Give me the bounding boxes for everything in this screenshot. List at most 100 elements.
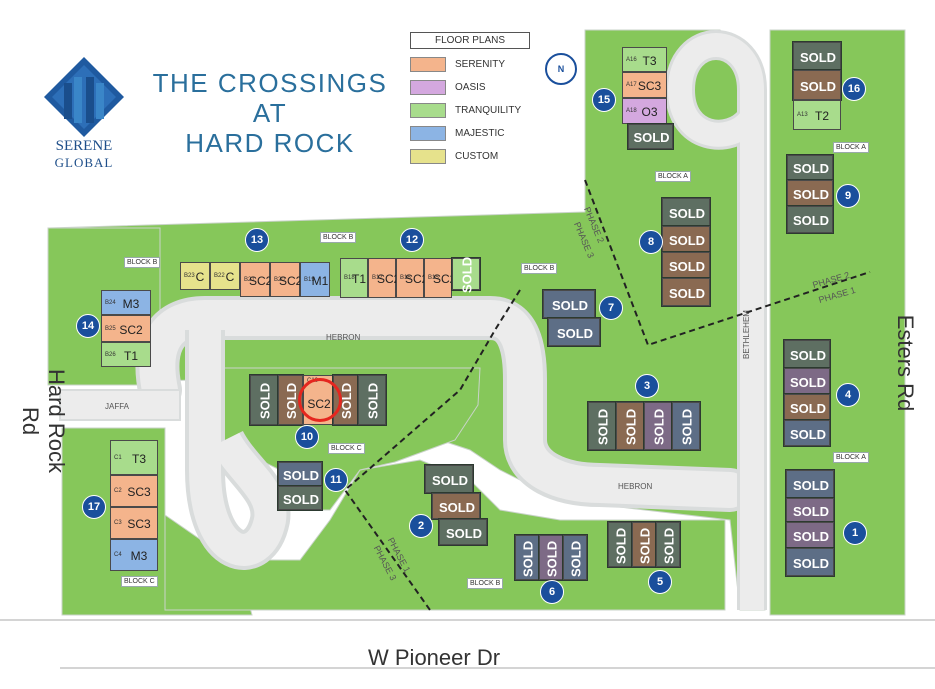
- legend-swatch-tranquility: [410, 102, 446, 118]
- sold-label: SOLD: [668, 258, 706, 274]
- lot-sold[interactable]: SOLD: [785, 521, 835, 549]
- building-number-badge[interactable]: 12: [400, 228, 424, 252]
- lot-sold[interactable]: SOLD: [277, 485, 323, 511]
- lot-sold[interactable]: SOLD: [607, 521, 633, 568]
- building-number-badge[interactable]: 14: [76, 314, 100, 338]
- lot-id: B21: [244, 276, 255, 283]
- lot-c4[interactable]: C4 M3: [110, 539, 158, 571]
- lot-sold[interactable]: SOLD: [643, 401, 673, 451]
- building-number-badge[interactable]: 2: [409, 514, 433, 538]
- phase-line-south: [343, 289, 521, 611]
- building-number-badge[interactable]: 15: [592, 88, 616, 112]
- building-number-badge[interactable]: 17: [82, 495, 106, 519]
- lot-sold[interactable]: SOLD: [249, 374, 279, 426]
- compass-icon: N: [545, 53, 577, 85]
- lot-sold[interactable]: SOLD: [431, 492, 481, 520]
- lot-plan: O3: [641, 105, 658, 119]
- building-number-badge[interactable]: 7: [599, 296, 623, 320]
- sold-label: SOLD: [799, 78, 837, 94]
- lot-sold[interactable]: SOLD: [786, 179, 834, 207]
- lot-sold[interactable]: SOLD: [671, 401, 701, 451]
- lot-plan: M3: [130, 549, 148, 563]
- building-number-badge[interactable]: 11: [324, 468, 348, 492]
- lot-sold[interactable]: SOLD: [615, 401, 645, 451]
- lot-sold[interactable]: SOLD: [514, 534, 540, 581]
- lot-sold[interactable]: SOLD: [547, 317, 601, 347]
- lot-sold[interactable]: SOLD: [627, 123, 674, 150]
- lot-sold[interactable]: SOLD: [786, 154, 834, 181]
- lot-sold[interactable]: SOLD: [277, 461, 323, 487]
- lot-sold[interactable]: SOLD: [438, 518, 488, 546]
- lot-sold[interactable]: SOLD: [783, 339, 831, 369]
- building-number-badge[interactable]: 3: [635, 374, 659, 398]
- lot-plan: M3: [122, 296, 140, 311]
- building-number-badge[interactable]: 4: [836, 383, 860, 407]
- lot-sold[interactable]: SOLD: [785, 547, 835, 577]
- sold-label: SOLD: [595, 408, 611, 446]
- lot-sold[interactable]: SOLD: [631, 521, 657, 568]
- lot-sold[interactable]: SOLD: [786, 205, 834, 234]
- lot-sold[interactable]: SOLD: [424, 464, 474, 494]
- lot-plan: SC3: [127, 517, 151, 531]
- lot-plan: M1: [311, 273, 329, 288]
- lot-sold[interactable]: SOLD: [661, 197, 711, 227]
- building-number-badge[interactable]: 13: [245, 228, 269, 252]
- lot-sold[interactable]: SOLD: [785, 497, 835, 523]
- building-number-badge[interactable]: 8: [639, 230, 663, 254]
- legend-swatch-oasis: [410, 79, 446, 95]
- lot-plan: T3: [642, 53, 657, 68]
- building-number-badge[interactable]: 5: [648, 570, 672, 594]
- lot-sold[interactable]: SOLD: [655, 521, 681, 568]
- lot-sold[interactable]: SOLD: [538, 534, 564, 581]
- sold-label: SOLD: [556, 325, 594, 341]
- lot-id: C1: [114, 454, 122, 461]
- road-jaffa: [59, 389, 181, 421]
- building-number-badge[interactable]: 10: [295, 425, 319, 449]
- lot-sold[interactable]: SOLD: [785, 469, 835, 499]
- lot-sold[interactable]: SOLD: [661, 251, 711, 279]
- building-number-badge[interactable]: 9: [836, 184, 860, 208]
- lot-plan: C: [225, 270, 235, 284]
- building-number-badge[interactable]: 1: [843, 521, 867, 545]
- lot-sold[interactable]: SOLD: [792, 69, 842, 101]
- lot-sold[interactable]: SOLD: [661, 225, 711, 253]
- block-label: BLOCK B: [320, 232, 357, 243]
- lot-sold[interactable]: SOLD: [587, 401, 617, 451]
- lot-id: C4: [114, 552, 122, 558]
- lot-sold[interactable]: SOLD: [542, 289, 596, 319]
- lot-sold[interactable]: SOLD: [357, 374, 387, 426]
- lot-sold[interactable]: SOLD: [783, 367, 831, 395]
- building-number-badge[interactable]: 6: [540, 580, 564, 604]
- lot-sold[interactable]: SOLD: [451, 257, 481, 293]
- lot-id: A17: [626, 82, 637, 88]
- map-title: THE CROSSINGS AT HARD ROCK: [150, 68, 390, 158]
- title-line-1: THE CROSSINGS: [152, 68, 388, 98]
- lot-sold[interactable]: SOLD: [661, 277, 711, 307]
- lot-sold[interactable]: SOLD: [783, 419, 831, 447]
- lot-plan: SC3: [637, 79, 662, 93]
- lot-sold[interactable]: SOLD: [792, 41, 842, 71]
- lot-sold[interactable]: SOLD: [562, 534, 588, 581]
- building-number-badge[interactable]: 16: [842, 77, 866, 101]
- lot-id: B17: [372, 275, 383, 281]
- lot-sold[interactable]: SOLD: [783, 393, 831, 421]
